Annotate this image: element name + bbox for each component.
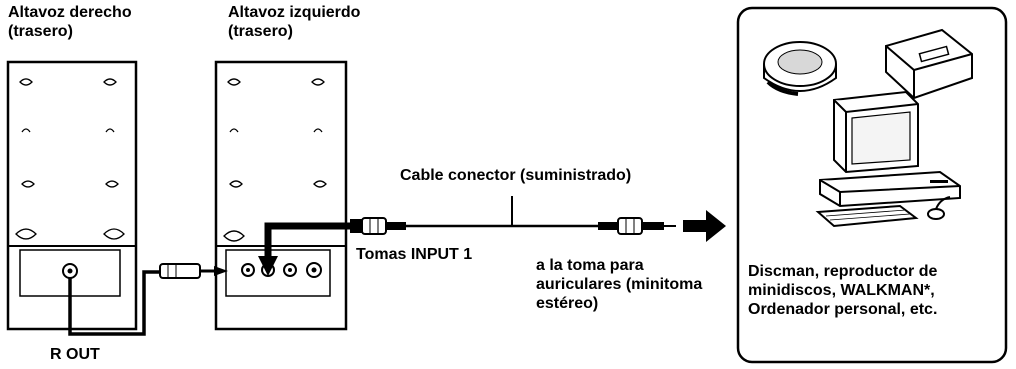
devices-label: Discman, reproductor de minidiscos, WALK… <box>748 262 937 319</box>
devices-label-line-2: minidiscos, WALKMAN*, <box>748 282 935 299</box>
left-speaker-label-line-1: Altavoz izquierdo <box>228 4 361 21</box>
r-out-label-text: R OUT <box>50 346 100 363</box>
arrow-icon <box>683 210 726 242</box>
headphone-jack-label: a la toma para auriculares (minitoma est… <box>536 256 702 313</box>
left-speaker-label-line-2: (trasero) <box>228 23 293 40</box>
cable-label: Cable conector (suministrado) <box>400 166 631 185</box>
discman-icon <box>763 41 837 96</box>
input-jacks-label: Tomas INPUT 1 <box>356 245 472 264</box>
personal-computer-icon <box>815 90 961 228</box>
r-out-label: R OUT <box>50 345 100 364</box>
headphone-jack-label-line-2: auriculares (minitoma <box>536 276 703 293</box>
speaker-link-cable <box>68 263 228 336</box>
cable-label-text: Cable conector (suministrado) <box>400 167 632 184</box>
right-speaker-label-line-1: Altavoz derecho <box>8 4 132 21</box>
left-speaker-rear-icon <box>214 60 348 331</box>
right-speaker-rear-icon <box>6 60 138 331</box>
input-jacks-label-text: Tomas INPUT 1 <box>356 246 473 263</box>
right-speaker-label: Altavoz derecho (trasero) <box>8 3 132 41</box>
devices-label-line-1: Discman, reproductor de <box>748 263 938 280</box>
devices-label-line-3: Ordenador personal, etc. <box>748 301 938 318</box>
connecting-cable <box>258 196 676 276</box>
minidisc-player-icon <box>885 28 973 100</box>
right-speaker-label-line-2: (trasero) <box>8 23 73 40</box>
headphone-jack-label-line-1: a la toma para <box>536 257 644 274</box>
left-speaker-label: Altavoz izquierdo (trasero) <box>228 3 360 41</box>
headphone-jack-label-line-3: estéreo) <box>536 295 599 312</box>
